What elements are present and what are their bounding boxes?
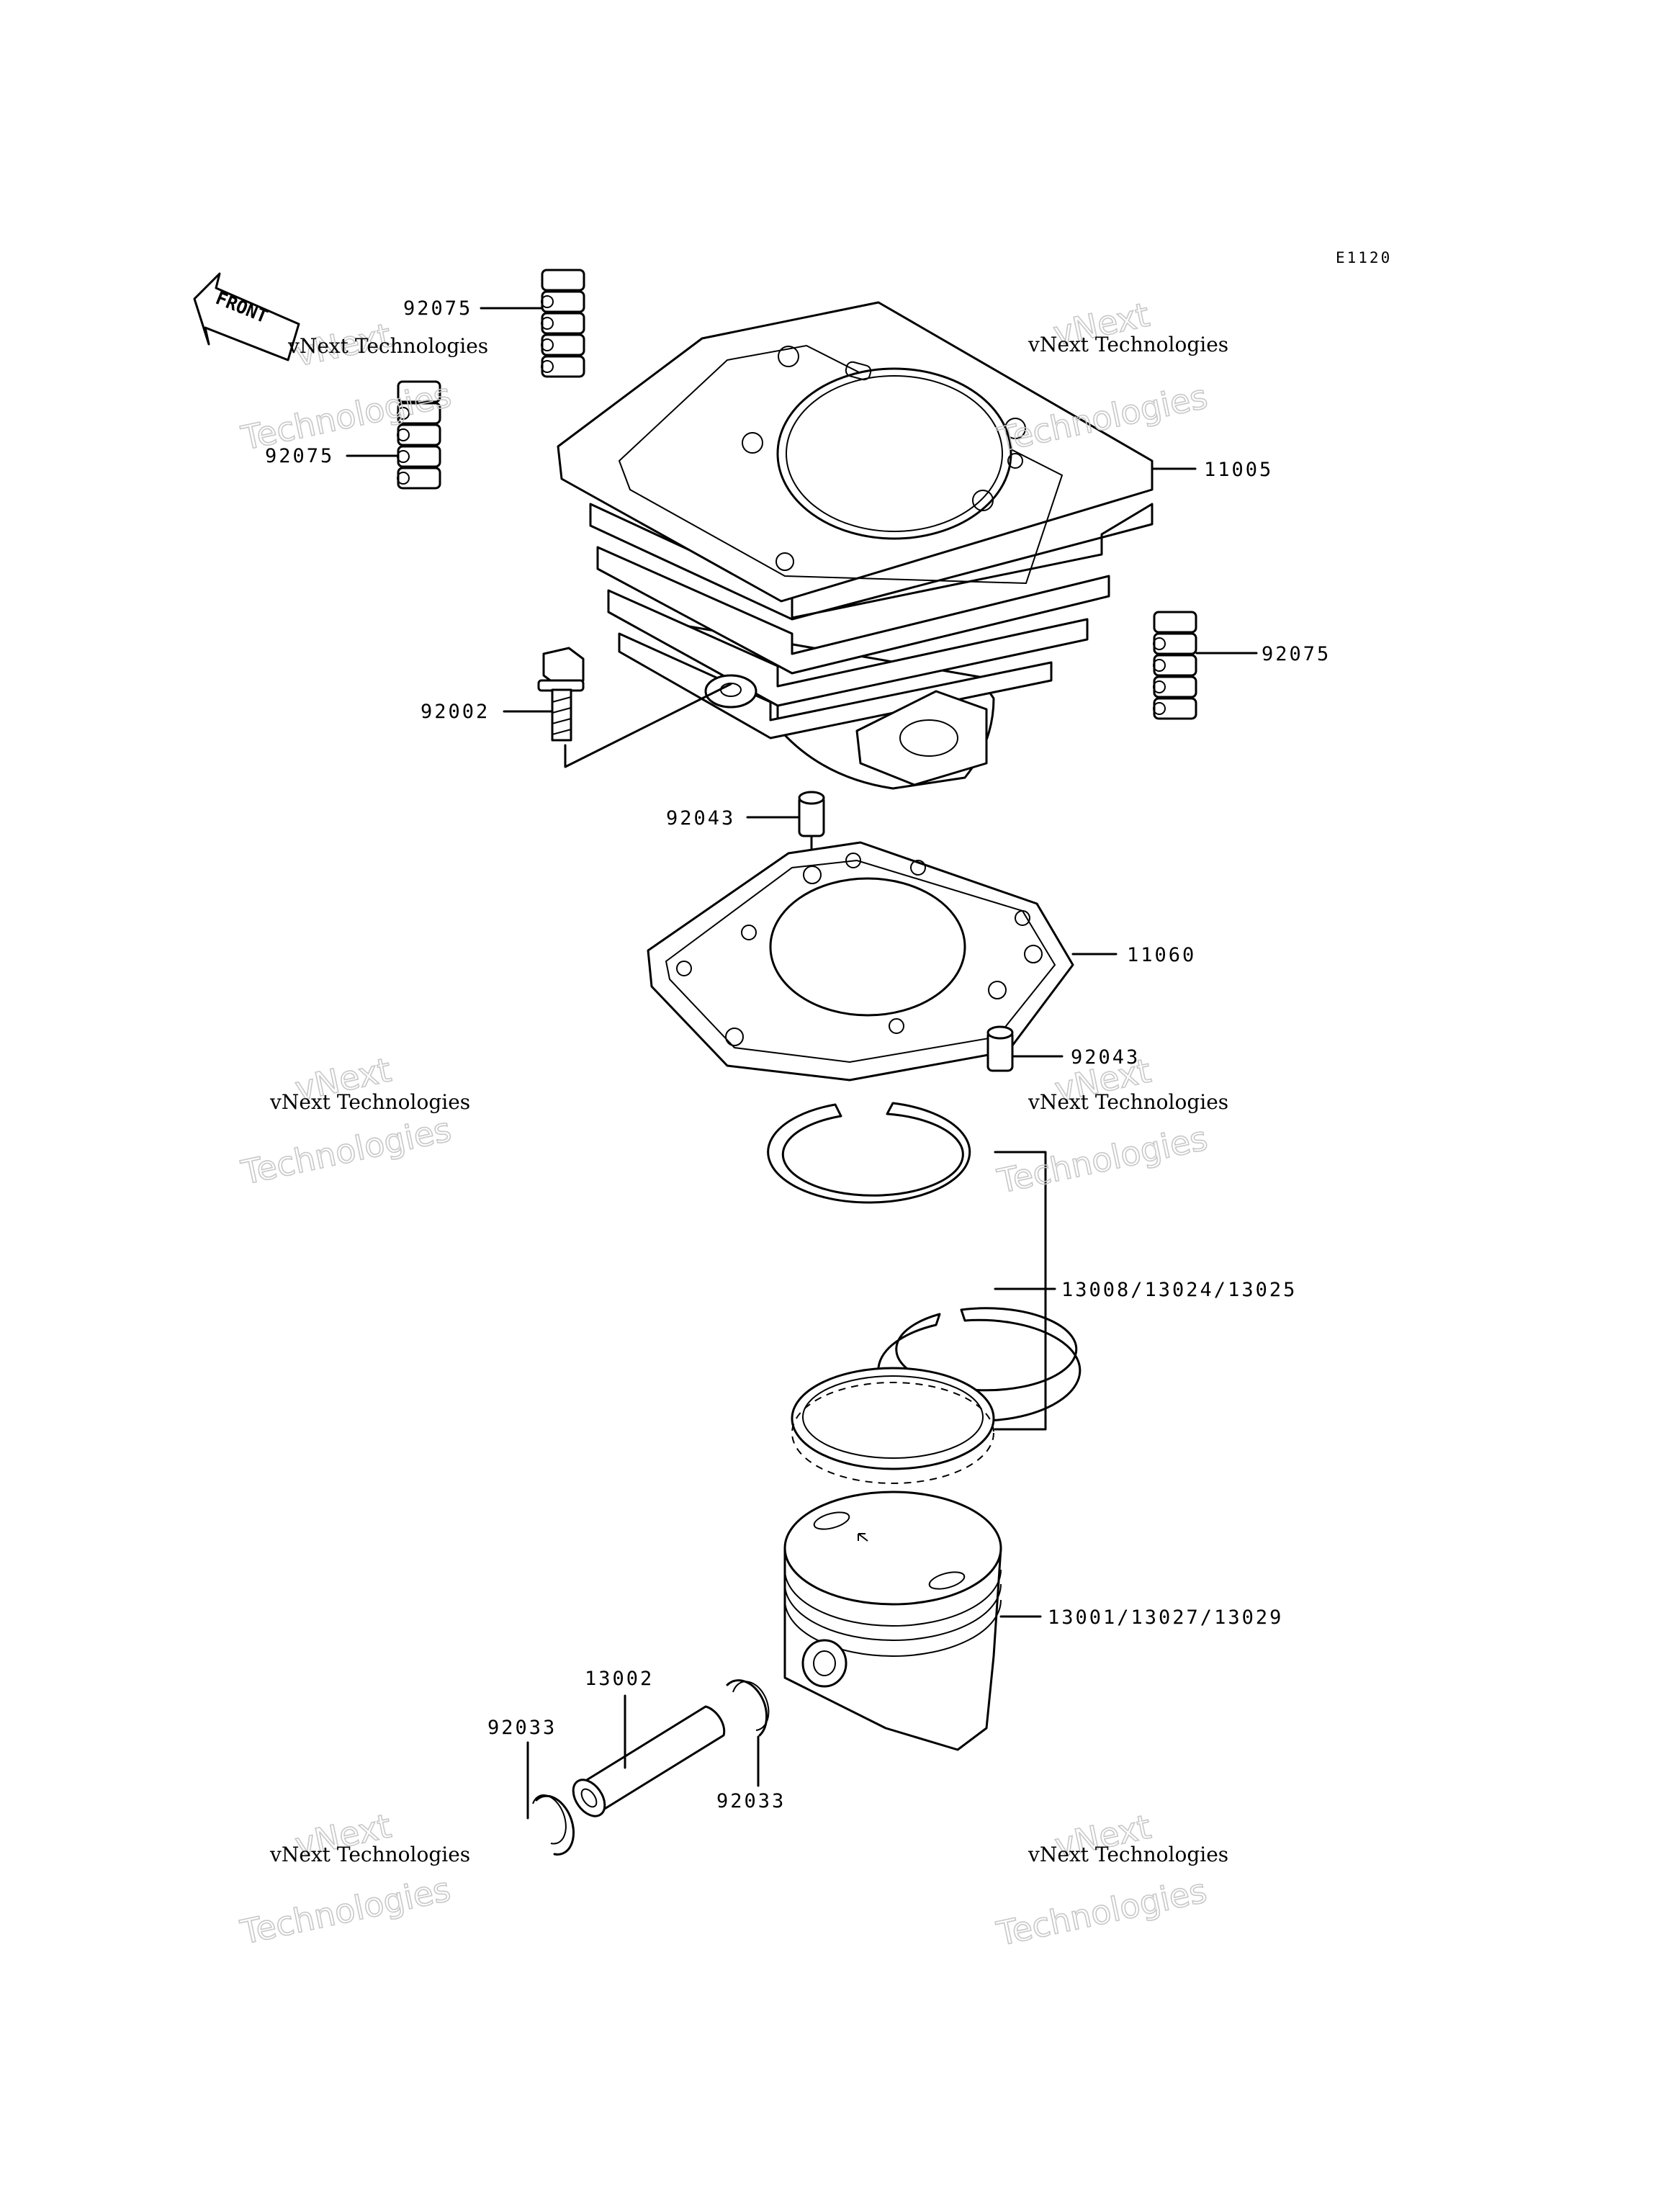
piston-pin-label[interactable]: 13002 — [585, 1668, 654, 1690]
svg-text:Technologies: Technologies — [994, 1118, 1210, 1200]
piston[interactable] — [783, 1491, 1002, 1751]
damper-top[interactable] — [480, 269, 585, 378]
diagram-code: E1120 — [1336, 249, 1392, 266]
cylinder-label[interactable]: 11005 — [1204, 459, 1273, 481]
svg-text:Technologies: Technologies — [237, 1869, 454, 1951]
gasket-label[interactable]: 11060 — [1127, 944, 1196, 966]
watermark-bottom-right: vNext vNext Technologies Technologies — [992, 1807, 1228, 1954]
damper-right-label[interactable]: 92075 — [1262, 643, 1331, 665]
snap-ring-left-label[interactable]: 92033 — [487, 1717, 557, 1739]
front-arrow-icon: FRONT — [193, 272, 300, 361]
piston-ring-top[interactable] — [767, 1102, 971, 1204]
svg-text:vNext Technologies: vNext Technologies — [269, 1843, 470, 1866]
watermark-top-right: vNext vNext Technologies Technologies — [993, 295, 1228, 460]
svg-text:vNext Technologies: vNext Technologies — [1028, 333, 1228, 356]
piston-pin[interactable] — [567, 1694, 726, 1822]
svg-text:vNext Technologies: vNext Technologies — [1028, 1843, 1228, 1866]
dowel-upper-label[interactable]: 92043 — [666, 807, 735, 830]
cylinder-block[interactable] — [557, 301, 1154, 790]
svg-text:vNext Technologies: vNext Technologies — [1028, 1090, 1228, 1114]
piston-ring-oil[interactable] — [791, 1367, 995, 1484]
bolt[interactable] — [503, 647, 732, 768]
piston-rings-label[interactable]: 13008/13024/13025 — [1061, 1279, 1297, 1301]
damper-left-label[interactable]: 92075 — [265, 445, 334, 467]
svg-text:vNext Technologies: vNext Technologies — [287, 334, 488, 358]
damper-left[interactable] — [346, 380, 441, 490]
damper-top-label[interactable]: 92075 — [403, 297, 472, 320]
svg-text:Technologies: Technologies — [238, 1110, 454, 1192]
dowel-lower-label[interactable]: 92043 — [1071, 1046, 1140, 1069]
cylinder-base-gasket[interactable] — [647, 841, 1074, 1082]
snap-ring-left[interactable] — [526, 1741, 575, 1856]
svg-text:Technologies: Technologies — [993, 1871, 1210, 1953]
watermark-mid-left: vNext vNext Technologies Technologies — [237, 1050, 470, 1193]
bolt-label[interactable]: 92002 — [421, 701, 490, 723]
svg-text:vNext Technologies: vNext Technologies — [269, 1090, 470, 1114]
damper-right[interactable] — [1153, 611, 1258, 720]
piston-label[interactable]: 13001/13027/13029 — [1048, 1606, 1283, 1629]
dowel-lower[interactable] — [986, 1025, 1064, 1072]
snap-ring-right-label[interactable]: 92033 — [716, 1790, 786, 1812]
watermark-bottom-left: vNext vNext Technologies Technologies — [236, 1806, 470, 1953]
watermark-mid-right: vNext vNext Technologies Technologies — [993, 1051, 1228, 1202]
snap-ring-right[interactable] — [726, 1679, 770, 1787]
